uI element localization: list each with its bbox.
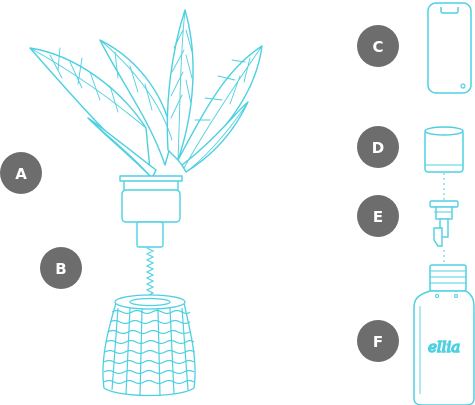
essential-oil-bottle-icon: ellia (414, 265, 474, 405)
dropper-insert-icon (430, 201, 458, 246)
label-a: A (15, 165, 27, 183)
label-d: D (372, 139, 384, 157)
ceramic-base-icon (103, 295, 195, 396)
bottle-brand-label: ellia (428, 338, 460, 356)
label-b: B (55, 260, 66, 278)
bottle-cap-icon (425, 127, 463, 172)
label-f: F (373, 333, 383, 351)
label-badge-d: D (357, 126, 399, 168)
spring-connector-icon (147, 248, 153, 296)
label-badge-c: C (357, 25, 399, 67)
label-badge-e: E (357, 195, 399, 237)
label-badge-f: F (357, 320, 399, 362)
palm-diffuser-cover-icon (30, 10, 262, 247)
label-badge-a: A (0, 152, 42, 194)
remote-card-icon (428, 3, 471, 93)
label-badge-b: B (40, 247, 82, 289)
label-e: E (373, 208, 383, 226)
label-c: C (372, 38, 383, 56)
